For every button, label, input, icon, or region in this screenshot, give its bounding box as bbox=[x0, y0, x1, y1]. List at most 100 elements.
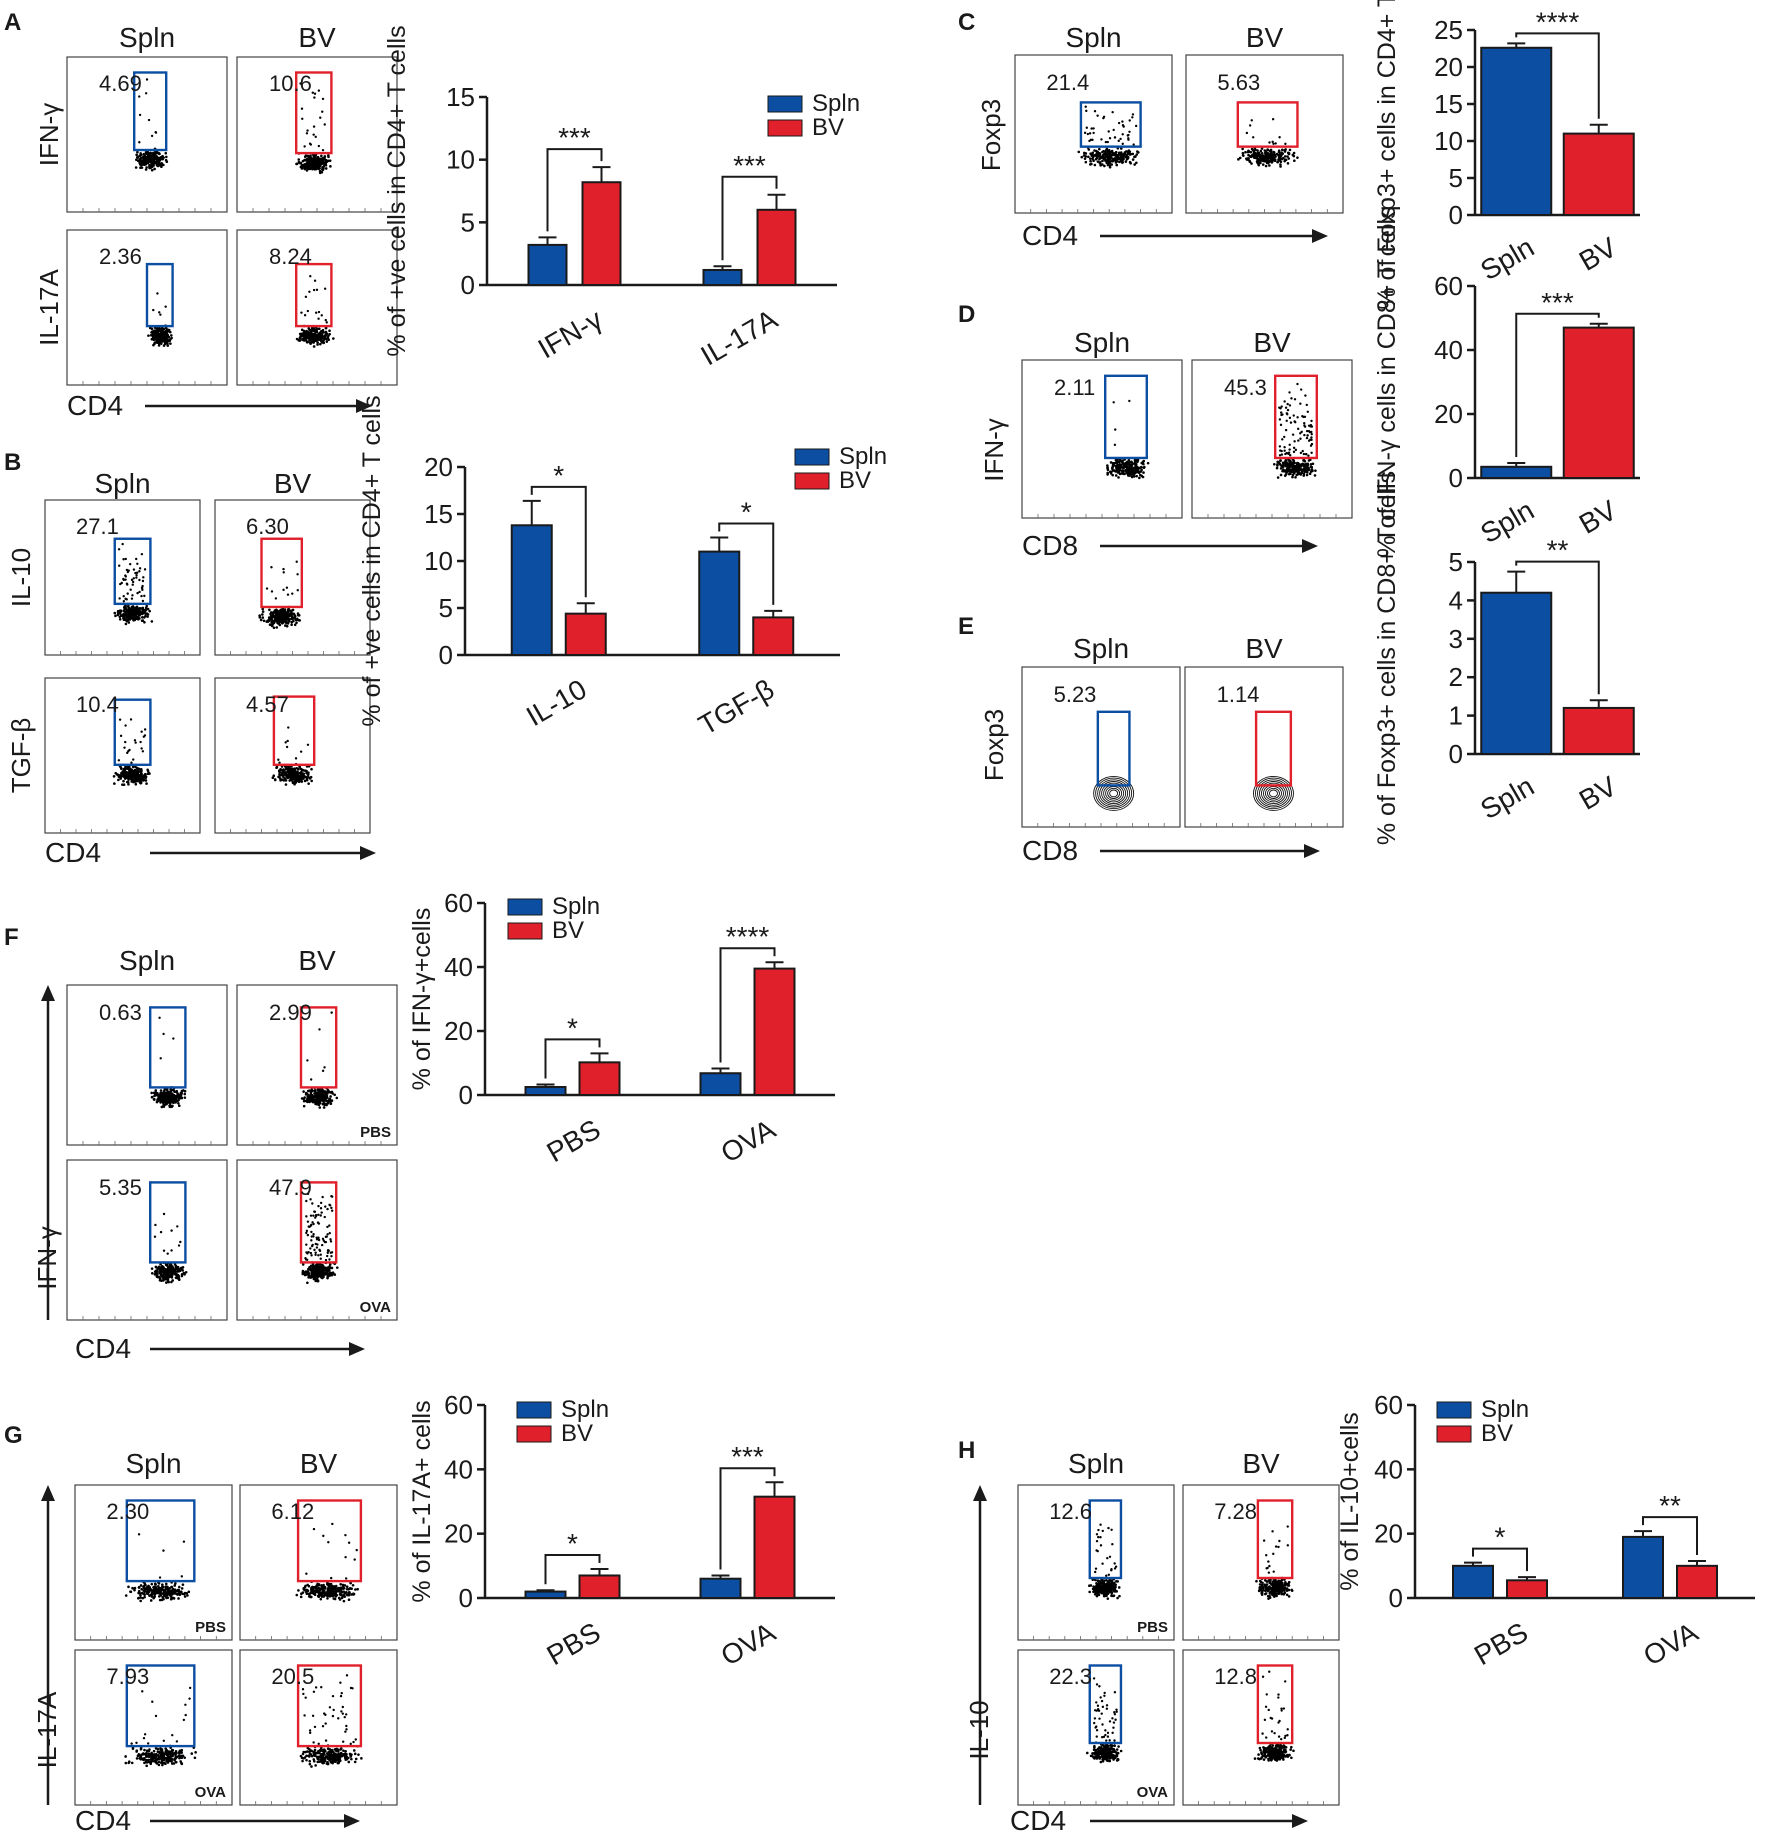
panel-f-plot-dot bbox=[335, 1096, 339, 1100]
panel-b-plot-dot bbox=[259, 618, 263, 622]
panel-d-plot-gate-dot bbox=[1279, 423, 1283, 427]
panel-b-plot-gate-dot bbox=[130, 761, 133, 764]
panel-b-plot-dot bbox=[116, 613, 120, 617]
panel-c-plot-gate-dot bbox=[1085, 126, 1088, 129]
panel-g-plot-dot bbox=[160, 1759, 164, 1762]
panel-d-plot-dot bbox=[1291, 473, 1295, 477]
panel-f-plot-dot bbox=[321, 1090, 325, 1093]
panel-a-plot-dot bbox=[162, 344, 166, 347]
panel-b-plot-dot bbox=[307, 771, 310, 775]
panel-b-plot-gate-dot bbox=[138, 578, 141, 582]
panel-g-col-header: Spln bbox=[125, 1448, 181, 1479]
panel-d-plot-dot bbox=[1299, 464, 1303, 468]
panel-c-plot-dot bbox=[1088, 157, 1092, 160]
panel-a-plot-gate-dot bbox=[138, 95, 141, 98]
panel-g-plot-dot bbox=[149, 1593, 152, 1597]
panel-d-plot-gate-dot bbox=[1283, 435, 1286, 439]
panel-d-plot-dot bbox=[1305, 473, 1309, 477]
panel-d-plot-gate-dot bbox=[1310, 430, 1313, 434]
panel-b-plot-gate-dot bbox=[285, 586, 289, 589]
panel-g-plot-dot bbox=[177, 1588, 181, 1592]
panel-g-plot-gate-dot bbox=[184, 1713, 187, 1717]
panel-b-plot-dot bbox=[261, 613, 264, 616]
panel-b-plot-dot bbox=[133, 609, 137, 613]
panel-f-plot-dot bbox=[169, 1104, 172, 1107]
panel-g-plot-dot bbox=[141, 1596, 145, 1600]
panel-f-plot-percent: 0.63 bbox=[99, 1000, 142, 1025]
panel-a-plot-dot bbox=[300, 328, 304, 332]
panel-c-plot-dot bbox=[1296, 156, 1299, 159]
panel-a-plot-gate-dot bbox=[306, 129, 309, 132]
panel-a-plot-dot bbox=[320, 170, 324, 174]
panel-c-plot-dot bbox=[1087, 148, 1091, 151]
panel-a-plot-dot bbox=[321, 166, 324, 169]
panel-b-plot-dot bbox=[268, 617, 271, 621]
panel-f-plot-dot bbox=[152, 1097, 156, 1101]
panel-a-plot-dot bbox=[163, 333, 167, 336]
panel-f-plot-gate-dot bbox=[314, 1216, 317, 1219]
panel-d-plot-dot bbox=[1121, 469, 1125, 473]
panel-g-plot-dot bbox=[151, 1590, 154, 1594]
panel-d-plot-dot bbox=[1291, 467, 1295, 471]
panel-f-plot-dot bbox=[184, 1270, 188, 1274]
panel-g-plot-dot bbox=[171, 1596, 174, 1600]
panel-e-x-label: CD8 bbox=[1022, 835, 1078, 866]
panel-c-plot-dot bbox=[1126, 155, 1130, 159]
panel-f-plot-dot bbox=[180, 1266, 184, 1270]
panel-b-plot-dot bbox=[294, 779, 298, 782]
panel-f-plot-gate-dot bbox=[321, 1237, 325, 1241]
panel-b-plot-dot bbox=[271, 611, 275, 615]
panel-b-plot-dot bbox=[139, 770, 142, 774]
panel-b-plot-dot bbox=[284, 767, 288, 771]
panel-c-plot-gate-dot bbox=[1131, 116, 1134, 119]
panel-d-plot-dot bbox=[1116, 463, 1120, 467]
panel-c-plot-dot bbox=[1127, 149, 1131, 152]
panel-c-plot-dot bbox=[1268, 164, 1271, 167]
panel-a-plot-dot bbox=[308, 341, 312, 344]
panel-f-plot-gate-dot bbox=[330, 1011, 333, 1014]
panel-d-plot-dot bbox=[1308, 472, 1312, 475]
panel-f-plot-gate-dot bbox=[176, 1225, 179, 1228]
panel-g-plot-tag: OVA bbox=[195, 1784, 227, 1801]
panel-a-plot-dot bbox=[312, 345, 316, 348]
panel-a-plot-dot bbox=[312, 164, 315, 168]
panel-b-plot-dot bbox=[282, 779, 286, 782]
panel-c-plot-dot bbox=[1119, 158, 1123, 162]
panel-d-plot-gate-dot bbox=[1300, 430, 1303, 434]
panel-a-plot-dot bbox=[134, 166, 138, 169]
panel-d-plot-dot bbox=[1128, 470, 1132, 474]
panel-c-plot-dot bbox=[1262, 154, 1265, 158]
panel-d-plot-dot bbox=[1138, 476, 1141, 480]
panel-b-plot-dot bbox=[310, 779, 313, 783]
panel-f-plot-dot bbox=[302, 1104, 306, 1108]
panel-f-plot-dot bbox=[159, 1091, 162, 1095]
panel-a-plot-frame bbox=[236, 229, 398, 386]
panel-f-plot-dot bbox=[310, 1273, 313, 1277]
panel-a-plot-dot bbox=[136, 150, 139, 154]
panel-b-plot-gate-dot bbox=[270, 590, 274, 593]
panel-d-plot-gate-dot bbox=[1285, 412, 1289, 415]
panel-g-plot-frame bbox=[239, 1649, 398, 1806]
panel-f-plot-gate-dot bbox=[166, 1252, 169, 1255]
panel-c-plot-gate-dot bbox=[1092, 131, 1095, 135]
panel-d-plot-dot bbox=[1287, 472, 1291, 476]
panel-c-plot-dot bbox=[1096, 160, 1100, 163]
panel-c-col-header: Spln bbox=[1065, 22, 1121, 53]
panel-b-plot-dot bbox=[271, 622, 274, 626]
panel-g-plot-dot bbox=[158, 1750, 161, 1754]
panel-a-plot-dot bbox=[326, 336, 330, 340]
panel-b-plot-gate-dot bbox=[126, 570, 130, 574]
panel-b-plot-dot bbox=[288, 609, 292, 612]
panel-c-plot-dot bbox=[1259, 161, 1262, 165]
panel-c-plot-dot bbox=[1105, 152, 1108, 155]
panel-g-plot-gate-dot bbox=[184, 1703, 187, 1706]
panel-f-plot-gate-dot bbox=[158, 1016, 161, 1019]
panel-c-plot-dot bbox=[1244, 150, 1247, 154]
panel-b-plot-dot bbox=[285, 620, 288, 624]
panel-g-plot: 20.5 bbox=[239, 1649, 398, 1806]
panel-a-plot-dot bbox=[169, 342, 172, 345]
panel-g-plot-dot bbox=[311, 1590, 315, 1594]
panel-f-letter: F bbox=[4, 924, 19, 951]
panel-b-plot-gate-dot bbox=[124, 578, 127, 581]
panel-b-plot-dot bbox=[131, 615, 135, 619]
